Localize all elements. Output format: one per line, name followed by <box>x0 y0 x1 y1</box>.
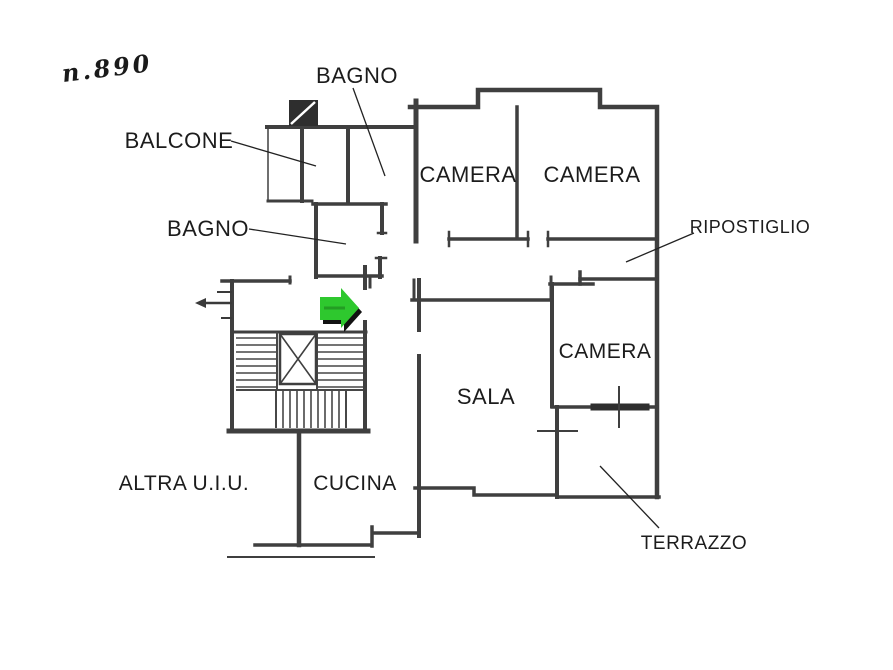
pillar <box>289 100 318 126</box>
balcone-leader-line <box>230 140 317 167</box>
bagno-leader-line <box>248 228 347 245</box>
entrance-arrow-icon <box>320 288 362 332</box>
stair-direction-arrow <box>195 291 232 319</box>
room-label-altra-uiu: ALTRA U.I.U. <box>119 472 249 495</box>
room-label-terrazzo: TERRAZZO <box>641 533 747 554</box>
room-label-sala: SALA <box>457 384 515 409</box>
walls <box>220 87 661 558</box>
room-label-bagno: BAGNO <box>167 216 249 241</box>
room-label-camera-1: CAMERA <box>419 162 516 187</box>
terrazzo-leader-line <box>599 465 660 529</box>
room-label-camera-3: CAMERA <box>559 340 652 363</box>
handwritten-mark: n.890 <box>60 48 154 88</box>
staircase <box>236 332 363 428</box>
room-label-camera-2: CAMERA <box>543 162 640 187</box>
bagno-top-leader-line <box>352 87 386 177</box>
room-label-bagno-top: BAGNO <box>316 63 398 88</box>
elevator-shaft <box>278 332 318 386</box>
room-label-cucina: CUCINA <box>313 472 397 495</box>
ripostiglio-leader-line <box>625 232 695 263</box>
room-label-ripostiglio: RIPOSTIGLIO <box>690 217 811 237</box>
room-label-balcone: BALCONE <box>125 128 234 153</box>
leader-lines <box>230 87 695 529</box>
